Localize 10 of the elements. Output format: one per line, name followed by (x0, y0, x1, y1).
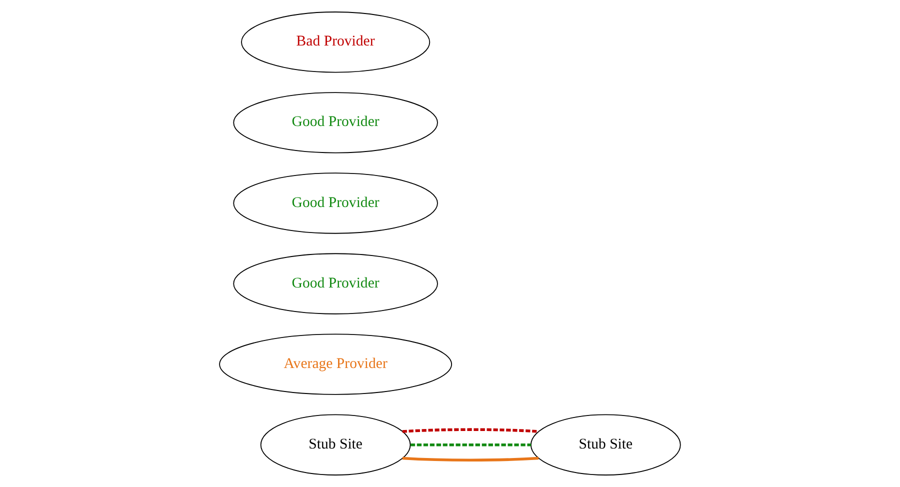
node-ellipse: Good Provider (233, 92, 438, 154)
node-ellipse: Stub Site (530, 414, 681, 476)
node-ellipse: Stub Site (260, 414, 411, 476)
connector (410, 443, 531, 446)
node-ellipse: Good Provider (233, 172, 438, 234)
connector (402, 456, 539, 462)
node-ellipse: Bad Provider (241, 12, 430, 73)
connector (402, 428, 539, 433)
node-ellipse: Good Provider (233, 253, 438, 314)
node-ellipse: Average Provider (219, 334, 452, 395)
